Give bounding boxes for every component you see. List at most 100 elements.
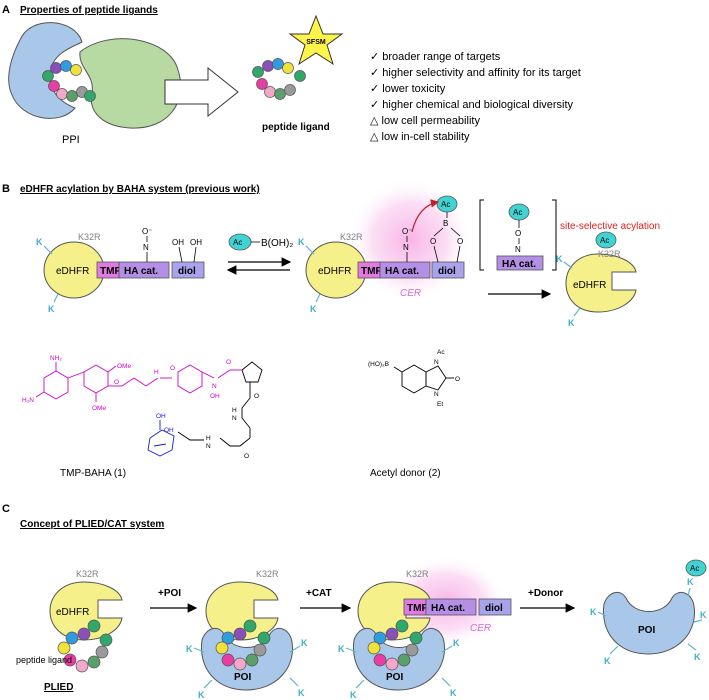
sfsm-star [288,14,344,66]
peptide-bead [397,653,411,667]
peptide-bead [48,80,60,92]
oh-left: OH [172,238,184,247]
peptide-bead [284,84,296,96]
peptide-bead [264,86,276,98]
peptide-ligand-a: SFSM [252,14,344,100]
ha-cat-block [118,261,170,279]
lysine-k: K [198,690,205,700]
ac-bubble [685,559,707,577]
peptide-bead [233,657,247,671]
ac-label: Ac [513,208,522,217]
property-item: ✓ higher selectivity and affinity for it… [370,67,581,79]
ha-cat-block [496,255,544,271]
peptide-bead [385,657,399,671]
peptide-bead [373,653,387,667]
lysine-k: K [298,237,305,247]
ppi-label: PPI [62,134,80,146]
section-c-title: Concept of PLIED/CAT system [20,519,164,530]
lysine-k: K [48,304,55,314]
lysine-k: K [450,688,457,698]
lysine-k: K [604,656,611,666]
chem-h: H [232,407,237,414]
chem-oh: OH [156,413,166,420]
peptide-bead [221,653,235,667]
peptide-bead [256,78,268,90]
diol-label: diol [438,266,456,277]
tetrahedral-intermediate: Ac O N HA cat. [479,199,557,299]
peptide-bead [253,643,267,657]
plied-construct: K32R eDHFR peptide ligand PLIED [16,569,123,693]
chem-oh: OH [164,427,174,434]
ppi-complex [8,22,182,129]
peptide-bead [367,641,381,655]
ac-bubble [595,231,617,249]
lysine-k: K [298,688,305,698]
chem-ome: OMe [117,363,131,370]
edhfr-cut-shape [205,581,279,641]
o-atom: O [457,237,463,246]
diol-block [431,261,465,279]
acylated-poi: POI Ac K K K K K [590,559,707,666]
k32r-label: K32R [256,569,279,579]
lysine-k: K [694,652,701,662]
chem-o: O [114,379,119,386]
edhfr-label: eDHFR [56,266,89,277]
chem-h: H [206,435,211,442]
properties-list: ✓ broader range of targets ✓ higher sele… [370,51,581,143]
peptide-bead [262,60,274,72]
peptide-bead [84,90,96,102]
poi-label: POI [386,672,403,683]
ha-cat-label: HA cat. [385,266,419,277]
chem-n: N [434,391,439,398]
tmp-baha-structure: NH₂ H₂N OMe OMe O H O N OH O O H N O N H [22,355,263,460]
ha-cat-label: HA cat. [124,266,158,277]
chem-o: O [455,376,460,383]
peptide-ligand-label: peptide ligand [262,122,330,133]
o-minus-atom: O⁻ [142,227,152,236]
transition-arrow [164,66,239,118]
edhfr-conjugate-left: eDHFR TMP HA cat. diol N O⁻ OH OH K32R K… [36,227,205,314]
ha-cat-block [379,261,431,279]
section-a-letter: A [2,4,10,16]
diol-block [171,261,205,279]
peptide-bead [42,70,54,82]
chem-o: O [170,365,175,372]
edhfr-label: eDHFR [56,607,89,618]
lysine-k: K [301,638,308,648]
peptide-bead [66,90,78,102]
o-atom: O [515,229,521,238]
peptide-bead [405,643,419,657]
peptide-bead-chain [215,619,271,671]
peptide-bead [272,58,284,70]
lysine-k: K [310,304,317,314]
peptide-bead [243,619,257,633]
chem-n: N [434,359,439,366]
lysine-k: K [338,644,345,654]
acetyl-donor-structure: (HO)₂B N Ac N Et O [368,349,460,408]
peptide-bead [87,619,101,633]
o-atom: O [430,237,436,246]
cer-label: CER [400,288,421,299]
lysine-k: K [556,254,563,264]
property-item: ✓ broader range of targets [370,51,501,63]
plied-poi-complex: K32R POI K K K K [186,569,308,700]
chem-n: N [232,415,237,422]
peptide-bead [50,62,62,74]
section-a-title: Properties of peptide ligands [20,5,158,16]
chem-et: Et [437,401,443,408]
peptide-bead [245,653,259,667]
lysine-k: K [700,610,707,620]
ac-label: Ac [233,238,242,247]
edhfr-label: eDHFR [318,266,351,277]
k32r-label: K32R [78,232,101,242]
acetyl-donor-reagent: Ac B(OH)₂ [226,233,293,275]
lysine-k: K [568,318,575,328]
peptide-bead [60,60,72,72]
lysine-k: K [453,638,460,648]
peptide-bead [385,627,399,641]
edhfr-cut-shape [357,581,431,641]
section-c-letter: C [2,503,10,515]
peptide-bead [57,641,71,655]
peptide-bead [274,88,286,100]
